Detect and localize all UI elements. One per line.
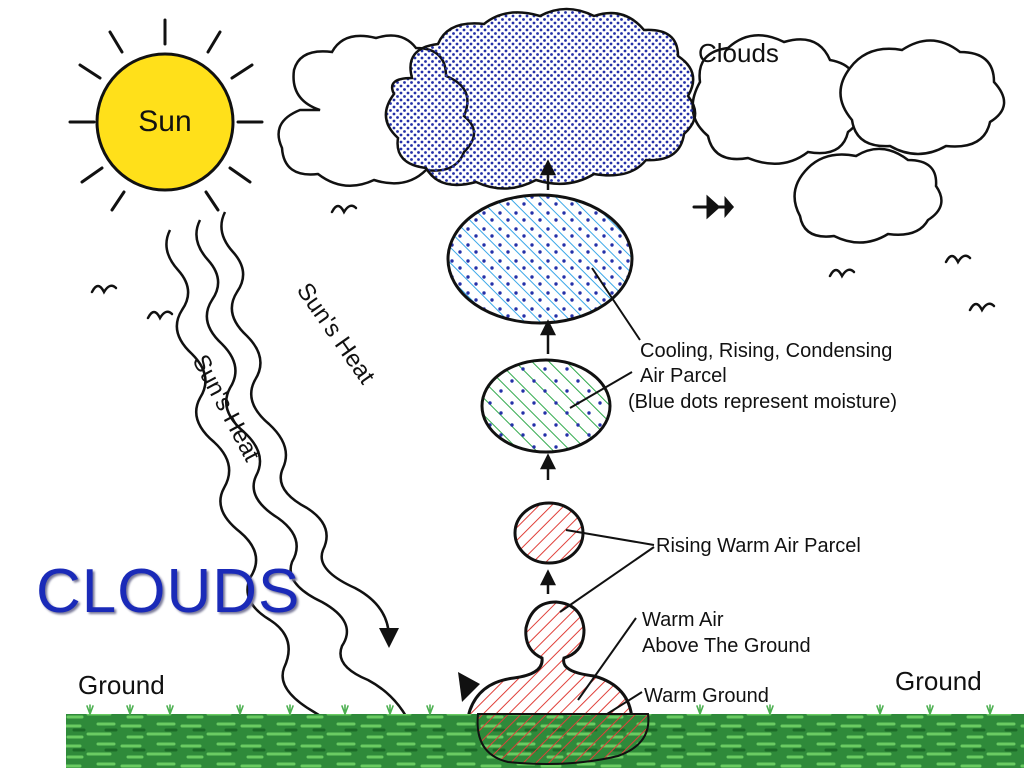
page-title: CLOUDS [36,557,301,626]
air-parcel-cooling-large [446,193,634,325]
air-parcel-rising-warm [513,501,585,565]
sun [95,52,235,192]
ground-label-right: Ground [895,666,982,696]
rising-warm-label: Rising Warm Air Parcel [656,535,861,557]
warm-air-label-line2: Above The Ground [642,635,811,657]
clouds-label: Clouds [698,38,779,68]
heat-rays [165,211,414,768]
cooling-label-line3: (Blue dots represent moisture) [628,391,897,413]
sun-label: Sun [138,105,191,138]
rising-arrows [539,159,557,594]
suns-heat-label-2: Sun's Heat [291,278,380,389]
warm-ground-overlay [476,713,650,765]
suns-heat-label-1: Sun's Heat [187,350,266,466]
bird-icons [90,204,996,321]
airplane-icon [692,194,734,220]
heat-arrow-head [458,672,480,702]
grass-tufts [86,704,994,715]
cooling-label-line1: Cooling, Rising, Condensing [640,340,892,362]
air-parcel-cooling-green [480,358,612,454]
ground-label-left: Ground [78,670,165,700]
main-cloud [384,7,697,190]
leader-lines [559,267,655,727]
warm-air-label-line1: Warm Air [642,609,724,631]
cooling-label-line2: Air Parcel [640,365,727,387]
warm-ground-label: Warm Ground [644,685,769,707]
sun-rays [68,18,264,212]
